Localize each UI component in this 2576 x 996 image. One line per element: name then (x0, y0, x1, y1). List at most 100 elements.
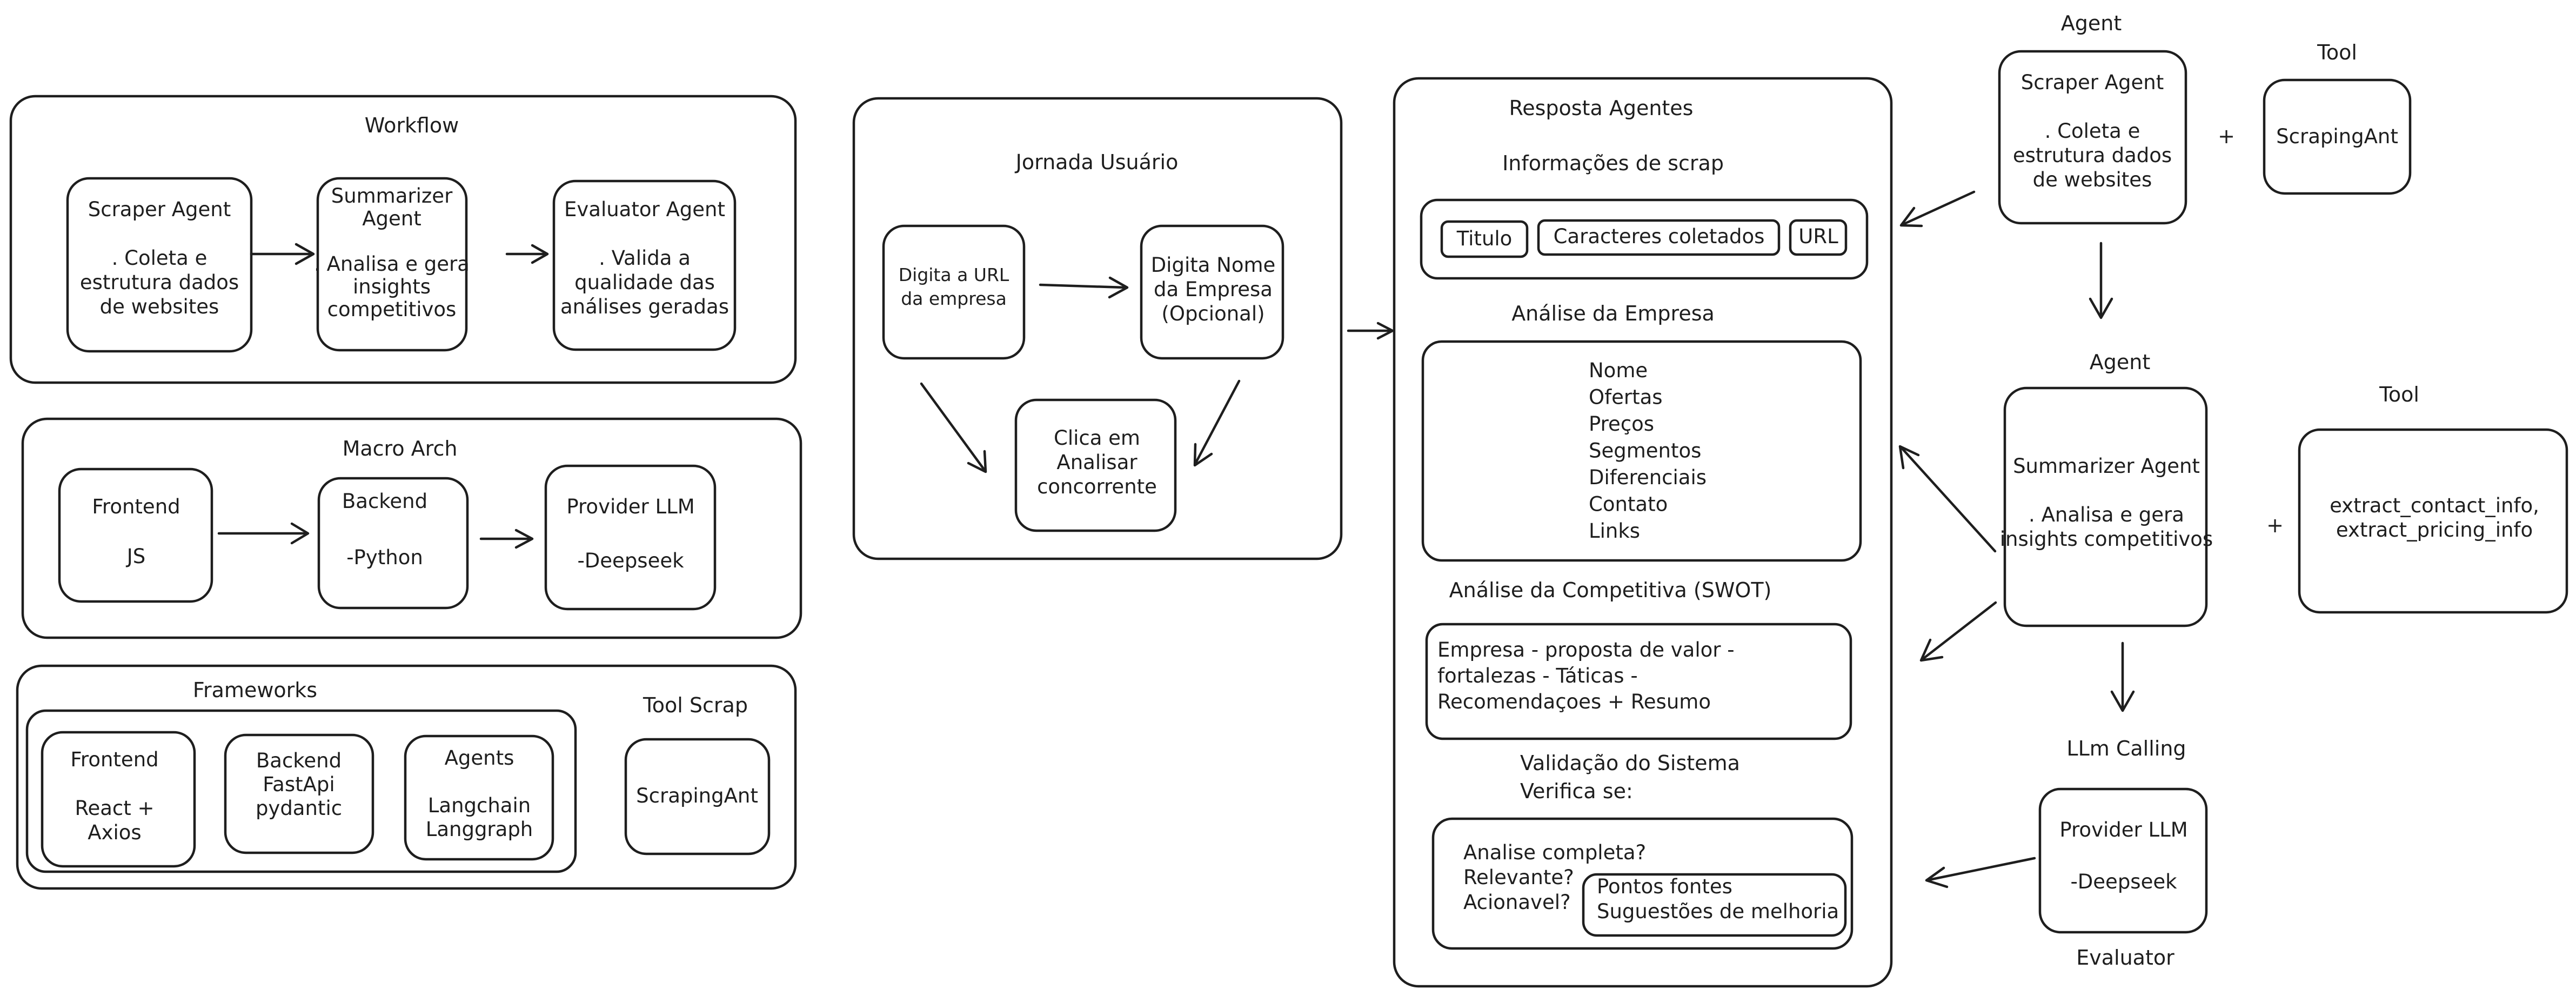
chip-titulo (1440, 220, 1529, 258)
right-tool1-node (2263, 78, 2412, 195)
journey-name-node (1140, 224, 1284, 360)
frameworks-backend-text-line: Backend (256, 749, 342, 772)
validation-questions-line: Acionavel? (1463, 891, 1571, 914)
arrow-name-to-click (1194, 379, 1241, 465)
right-summarizer-text-line: . Analisa e gera (2029, 503, 2184, 526)
workflow-summarizer-text-line: Summarizer (331, 184, 453, 208)
agent2-label: Agent (2090, 350, 2150, 374)
tool2-label: Tool (2379, 383, 2419, 406)
company-analysis-items-line: Diferenciais (1589, 466, 1707, 489)
macro-title: Macro Arch (343, 437, 458, 460)
company-analysis-items-line: Contato (1589, 493, 1668, 516)
workflow-evaluator-text-line: análises geradas (560, 295, 729, 318)
macro-backend-text-line: -Python (346, 546, 423, 569)
macro-provider-text-line (627, 522, 634, 545)
right-summarizer-text-line: insights competitivos (2000, 527, 2213, 551)
arrow-summarizer-to-company (1901, 447, 1997, 553)
arrow-url-to-name (1039, 283, 1127, 289)
arrow-backend-to-provider-head (514, 529, 534, 549)
swot-text: Empresa - proposta de valor -fortalezas … (1437, 638, 1735, 713)
workflow-summarizer-text-line (389, 230, 395, 253)
arrow-summarizer-to-evaluator-head (531, 244, 549, 264)
chip-caracteres (1537, 219, 1781, 256)
arrow-provider-to-validation (1928, 857, 2036, 881)
workflow-scraper-text-line: . Coleta e (112, 246, 208, 270)
arrow-frontend-to-backend-head (290, 522, 310, 545)
workflow-summarizer-node (316, 177, 468, 352)
workflow-scraper-text-line: de websites (100, 295, 219, 318)
workflow-summarizer-text-line: competitivos (327, 298, 457, 321)
workflow-scraper-text-line: Scraper Agent (88, 198, 231, 221)
chip-url-text: URL (1798, 225, 1838, 248)
company-analysis-items-line: Links (1589, 519, 1640, 543)
right-provider-text: Provider LLM -Deepseek (2059, 818, 2187, 893)
macro-backend-text-line (382, 518, 388, 541)
scrap-info-title: Informações de scrap (1502, 151, 1724, 175)
right-provider-text-line: -Deepseek (2070, 870, 2177, 893)
chip-url (1789, 219, 1848, 256)
frameworks-frontend-text-line (111, 772, 118, 796)
frameworks-backend-node (224, 733, 374, 854)
macro-backend-text-line: Backend (342, 490, 427, 513)
tool-scrap-node (624, 738, 771, 855)
arrow-right-scraper-to-scrapinfo-head (1899, 206, 1923, 228)
macro-backend-node (317, 477, 469, 610)
macro-provider-text: Provider LLM -Deepseek (566, 495, 694, 572)
right-scraper-text-line: . Coleta e (2045, 119, 2140, 143)
right-tool2-text-line: extract_pricing_info (2336, 518, 2533, 542)
right-summarizer-text-line (2103, 479, 2110, 502)
workflow-summarizer-text-line: Agent (362, 207, 421, 230)
validation-title-line: Validação do Sistema (1520, 751, 1740, 775)
workflow-evaluator-text-line: Evaluator Agent (564, 198, 725, 221)
frameworks-frontend-text: Frontend React +Axios (70, 748, 158, 844)
frameworks-frontend-text-line: Frontend (70, 748, 158, 771)
company-analysis-items-line: Preços (1589, 412, 1654, 436)
arrow-scraper-to-summarizer-head (295, 243, 315, 265)
journey-url-node (882, 224, 1026, 360)
workflow-scraper-text-line (156, 222, 163, 245)
right-tool2-node (2298, 428, 2568, 614)
right-scraper-text-line (2089, 95, 2096, 118)
validation-inner-box (1582, 873, 1847, 937)
arrow-summarizer-to-swot (1922, 601, 1997, 660)
right-tool1-text: ScrapingAnt (2276, 125, 2398, 148)
right-scraper-node (1998, 50, 2187, 225)
company-analysis-title: Análise da Empresa (1511, 302, 1715, 325)
tool1-label: Tool (2317, 41, 2357, 64)
swot-text-line: Empresa - proposta de valor - (1437, 638, 1735, 661)
response-frame (1393, 77, 1893, 988)
frameworks-agents-node (404, 734, 554, 861)
right-scraper-text-line: de websites (2033, 168, 2152, 191)
macro-backend-text: Backend -Python (342, 490, 427, 569)
arrow-journey-to-response-head (1376, 322, 1394, 340)
right-tool2-text: extract_contact_info,extract_pricing_inf… (2330, 494, 2539, 542)
plus1: + (2218, 124, 2235, 148)
company-analysis-items-line: Segmentos (1589, 439, 1701, 463)
macro-frontend-text: Frontend JS (92, 495, 180, 568)
frameworks-agents-text-line (476, 770, 483, 793)
journey-url-text-line: Digita a URL (899, 264, 1009, 285)
scrap-info-box (1420, 198, 1869, 280)
frameworks-backend-text-line: FastApi (263, 773, 334, 796)
validation-questions-line: Analise completa? (1463, 841, 1646, 864)
journey-click-text-line: Analisar (1056, 451, 1138, 474)
journey-click-text-line: Clica em (1054, 426, 1140, 450)
company-analysis-items-line: Nome (1589, 359, 1648, 382)
workflow-evaluator-text-line (641, 222, 648, 245)
right-summarizer-text-line: Summarizer Agent (2013, 454, 2200, 478)
arrow-url-to-click (920, 382, 986, 472)
right-provider-text-line: Provider LLM (2059, 818, 2187, 841)
frameworks-frontend-text-line: Axios (88, 821, 141, 844)
frameworks-frontend-text-line: React + (75, 797, 154, 820)
llm-calling-label: LLm Calling (2066, 737, 2186, 760)
right-tool2-text-line: extract_contact_info, (2330, 494, 2539, 517)
